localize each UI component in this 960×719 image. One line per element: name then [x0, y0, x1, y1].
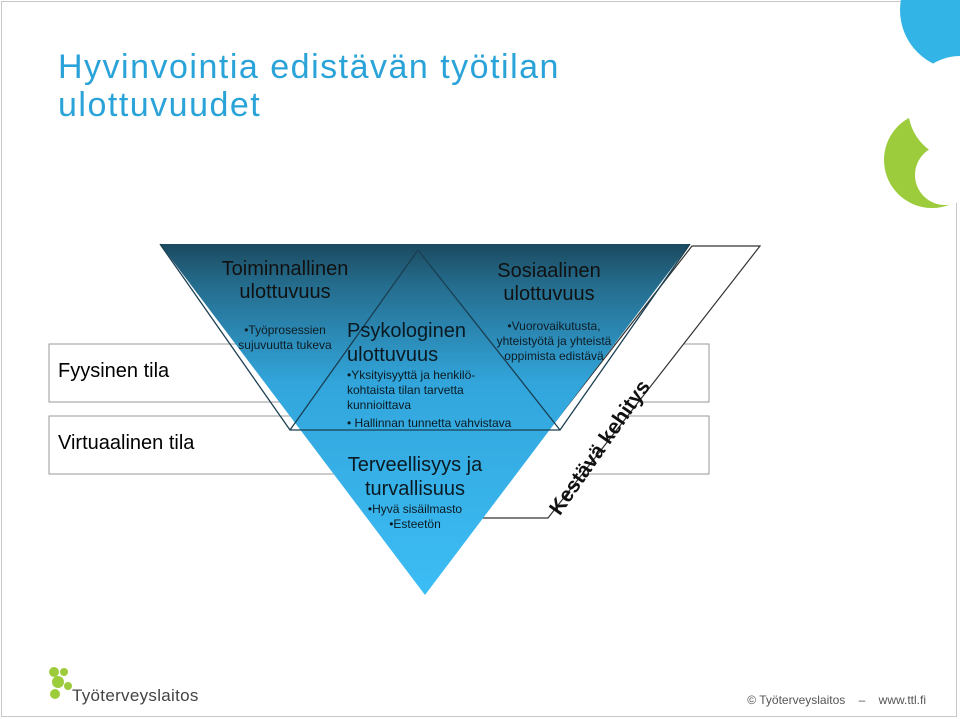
social-dimension-bullet: •Vuorovaikutusta, yhteistyötä ja yhteist…	[496, 319, 612, 363]
ttl-logo-text: Työterveyslaitos	[72, 686, 199, 705]
inner-triangle-edges	[159, 243, 691, 431]
health-safety-bullet-1: •Hyvä sisäilmasto	[367, 502, 463, 516]
page-title: Hyvinvointia edistävän työtilan ulottuvu…	[58, 48, 560, 124]
physical-space-label: Fyysinen tila	[58, 360, 170, 382]
white-circle	[908, 56, 960, 160]
functional-dimension-bullet: •Työprosessien sujuvuutta tukeva	[238, 323, 332, 352]
virtual-space-label: Virtuaalinen tila	[58, 432, 195, 454]
psychological-dimension-bullet-2: • Hallinnan tunnetta vahvistava	[347, 416, 512, 430]
cyan-circle	[900, 0, 960, 70]
psychological-dimension-bullet-1: •Yksityisyyttä ja henkilö-kohtaista tila…	[347, 368, 476, 412]
outer-triangle	[160, 244, 690, 595]
social-dimension-heading: Sosiaalinen ulottuvuus	[497, 260, 601, 305]
footer-dash: –	[858, 693, 866, 707]
ttl-logo-icon	[49, 667, 72, 699]
copyright-text: © Työterveyslaitos	[747, 693, 846, 707]
health-safety-heading: Terveellisyys ja turvallisuus	[347, 454, 483, 500]
center-triangle-edges	[289, 248, 561, 431]
decorative-circles	[884, 0, 960, 208]
footer: © Työterveyslaitos – www.ttl.fi	[737, 693, 926, 707]
psychological-dimension-heading: Psykologinen ulottuvuus	[347, 320, 466, 366]
health-safety-bullet-2: •Esteetön	[389, 517, 441, 531]
white-circle-small	[915, 145, 960, 205]
website-link[interactable]: www.ttl.fi	[878, 693, 926, 707]
functional-dimension-heading: Toiminnallinen ulottuvuus	[221, 258, 349, 303]
